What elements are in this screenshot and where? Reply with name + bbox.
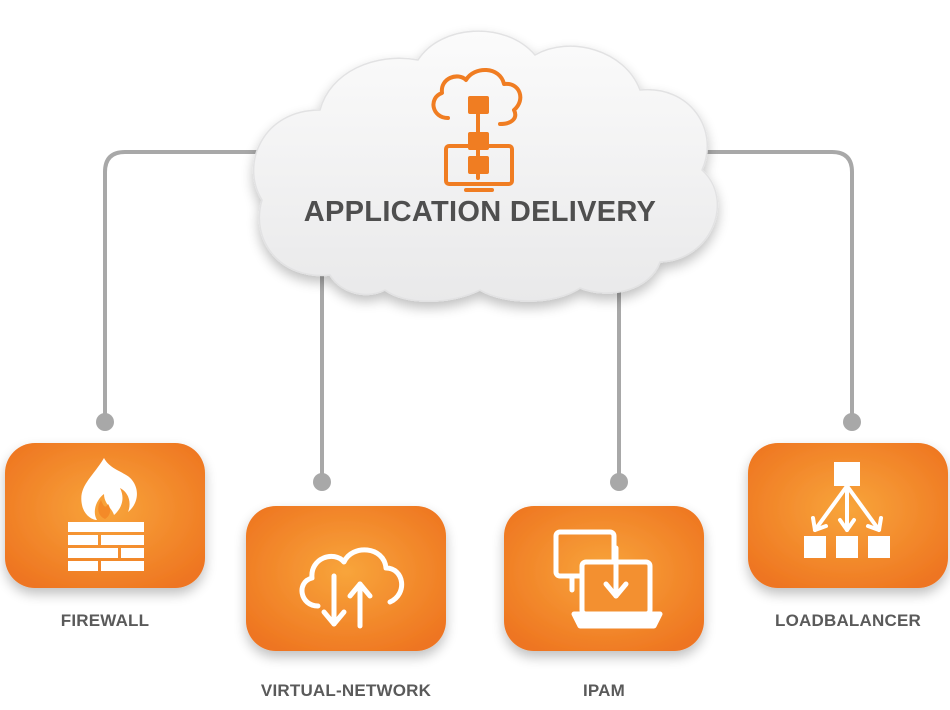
diagram-title: APPLICATION DELIVERY: [303, 196, 657, 228]
connector-dot-ipam: [610, 473, 628, 491]
node-label-virtual-network: VIRTUAL-NETWORK: [260, 681, 432, 700]
cloud-app-icon: [431, 68, 523, 192]
connector-dot-loadbalancer: [843, 413, 861, 431]
node-label-ipam: IPAM: [582, 681, 626, 700]
node-label-loadbalancer: LOADBALANCER: [775, 611, 921, 630]
connector-loadbalancer: [698, 150, 854, 422]
connector-dots: [96, 413, 861, 491]
cloud-sync-icon: [299, 547, 405, 629]
load-balancer-icon: [804, 462, 890, 558]
connector-dot-virtual-network: [313, 473, 331, 491]
node-label-firewall: FIREWALL: [60, 611, 150, 630]
connector-dot-firewall: [96, 413, 114, 431]
monitor-download-icon: [553, 529, 663, 629]
fire-wall-icon: [68, 458, 144, 571]
connector-firewall: [103, 150, 264, 422]
tile-virtual-network: [246, 506, 446, 651]
